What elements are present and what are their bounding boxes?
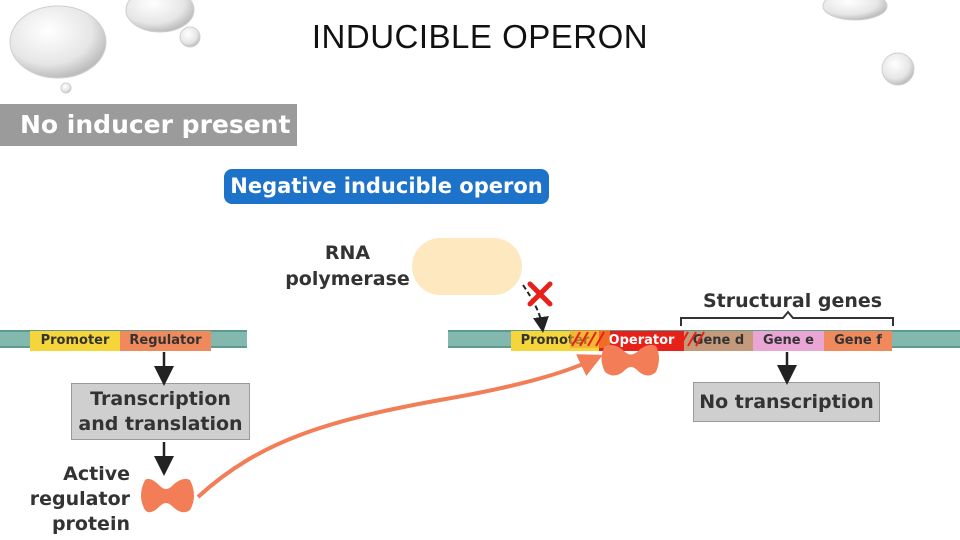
no-inducer-banner: No inducer present: [0, 104, 297, 146]
structural-genes-label: Structural genes: [703, 290, 883, 312]
promoter-operator-overlap-hatch: [570, 330, 610, 348]
no-transcription-box: No transcription: [693, 382, 880, 422]
slide-title: INDUCIBLE OPERON: [311, 18, 649, 55]
protein-to-operator-arrow: [196, 354, 603, 499]
droplet: [125, 0, 195, 33]
transcription-translation-line1: Transcription: [90, 388, 231, 410]
left-promoter-segment: Promoter: [30, 331, 120, 351]
droplet: [881, 52, 915, 86]
bound-repressor-protein-shape: [601, 344, 659, 376]
droplet: [179, 26, 201, 48]
rna-polymerase-label: RNA polymerase: [285, 240, 410, 292]
blocked-x-icon: [527, 281, 553, 307]
droplet: [822, 0, 888, 21]
rna-polymerase-blocked-arrow: [522, 284, 549, 333]
active-regulator-protein-shape: [141, 478, 194, 513]
active-regulator-label-line3: protein: [51, 513, 130, 535]
rna-polymerase-label-line1: RNA: [324, 242, 371, 264]
operon-type-label: Negative inducible operon: [224, 169, 549, 204]
regulator-gene-segment: Regulator: [120, 331, 211, 351]
droplet: [60, 82, 72, 94]
gene-f-segment: Gene f: [824, 331, 892, 351]
rna-polymerase-shape: [412, 238, 522, 295]
regulator-dna-strand: Promoter Regulator: [0, 330, 247, 351]
active-regulator-label-line2: regulator: [29, 488, 130, 510]
droplet: [9, 5, 107, 79]
transcription-translation-line2: and translation: [78, 413, 243, 435]
droplets-decoration: [9, 0, 915, 94]
active-regulator-protein-label: Active regulator protein: [20, 462, 130, 537]
operator-segment: Operator: [599, 331, 684, 351]
operator-gene-overlap-hatch: [679, 331, 705, 347]
rna-polymerase-label-line2: polymerase: [285, 268, 410, 290]
gene-e-segment: Gene e: [753, 331, 824, 351]
active-regulator-label-line1: Active: [63, 463, 130, 485]
structural-genes-bracket: [680, 310, 894, 326]
